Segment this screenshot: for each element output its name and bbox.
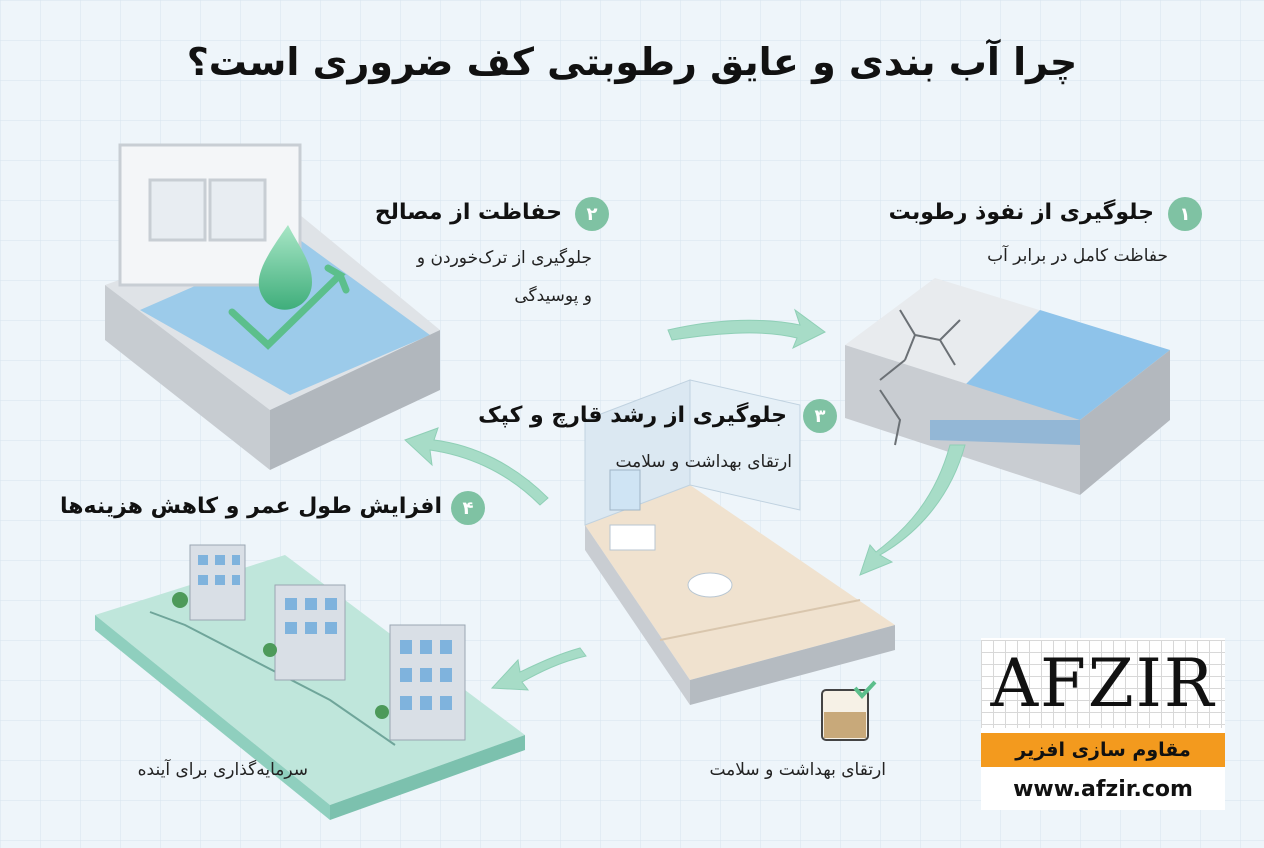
step-2-subtitle-line1: جلوگیری از ترک‌خوردن و — [416, 248, 592, 268]
arrow-icon — [667, 308, 826, 350]
step-1-heading: جلوگیری از نفوذ رطوبت — [888, 200, 1154, 225]
step-2-subtitle-line2: و پوسیدگی — [514, 286, 592, 306]
step-1-subtitle: حفاظت کامل در برابر آب — [987, 246, 1168, 266]
logo-tagline: مقاوم سازی افزیر — [981, 733, 1225, 767]
tree-icon — [172, 592, 188, 608]
sink-icon — [609, 524, 656, 551]
arrow-icon — [404, 427, 549, 506]
water-drop-icon — [258, 225, 312, 310]
toilet-icon — [687, 572, 733, 598]
step-3-subtitle: ارتقای بهداشت و سلامت — [615, 452, 792, 472]
mirror-icon — [609, 469, 641, 511]
step-badge-2: ۲ — [575, 197, 609, 231]
buildings-caption: سرمایه‌گذاری برای آینده — [137, 760, 308, 780]
slab-buildings — [95, 544, 525, 820]
checkmark-arrow-icon — [228, 264, 350, 350]
bathroom-caption: ارتقای بهداشت و سلامت — [709, 760, 886, 780]
step-badge-1: ۱ — [1168, 197, 1202, 231]
tree-icon — [263, 643, 277, 657]
tree-icon — [375, 705, 389, 719]
arrow-icon — [490, 647, 587, 691]
step-badge-3: ۳ — [803, 399, 837, 433]
flow-arrows — [404, 308, 966, 691]
logo-url: www.afzir.com — [1013, 777, 1193, 802]
slab-bathroom — [584, 379, 895, 741]
page-title: چرا آب بندی و عایق رطوبتی کف ضروری است؟ — [186, 40, 1078, 84]
step-3-heading: جلوگیری از رشد قارچ و کپک — [478, 403, 787, 428]
check-icon — [853, 680, 877, 699]
arrow-icon — [859, 444, 966, 576]
slab-cracked-floor — [845, 278, 1170, 495]
step-badge-4: ۴ — [451, 491, 485, 525]
logo-brand: AFZIR — [981, 640, 1225, 728]
step-2-heading: حفاظت از مصالح — [374, 200, 562, 225]
slab-window-membrane — [105, 143, 440, 470]
afzir-logo: AFZIR مقاوم سازی افزیر www.afzir.com — [981, 638, 1225, 810]
step-4-heading: افزایش طول عمر و کاهش هزینه‌ها — [59, 494, 442, 519]
